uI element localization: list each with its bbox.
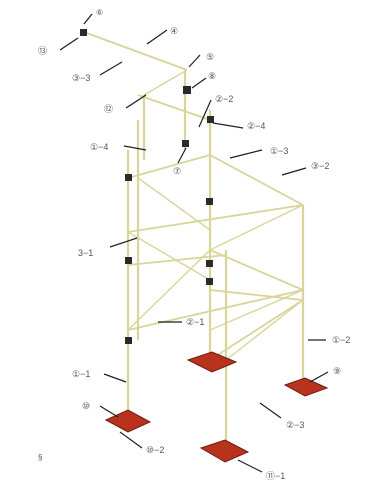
label-7: ⑦ <box>173 166 182 176</box>
ledger-mid-4 <box>127 289 304 331</box>
label-10: ⑩ <box>82 401 91 411</box>
brace-1 <box>127 231 211 281</box>
label-9: ⑨ <box>333 366 342 376</box>
arrow-1-4 <box>123 145 147 151</box>
label-3-2: ③−2 <box>311 161 330 171</box>
label-2-2: ②−2 <box>215 94 234 104</box>
arrow-3-1 <box>109 237 138 248</box>
label-5: ⑤ <box>206 52 215 62</box>
arrow-12 <box>125 94 147 109</box>
brace-5 <box>137 177 211 231</box>
label-3-3: ③−3 <box>72 73 91 83</box>
label-1-3: ①−3 <box>270 146 289 156</box>
clamp-upper-right <box>207 116 214 123</box>
label-8: ⑧ <box>208 71 217 81</box>
clamp-left-1 <box>125 174 132 181</box>
arrow-2-4 <box>212 122 244 129</box>
arrow-10 <box>99 405 119 418</box>
clamp-center-1 <box>206 198 213 205</box>
label-2-4: ②−4 <box>247 121 266 131</box>
arrow-7 <box>177 147 187 164</box>
base-plate-front-left <box>104 409 152 433</box>
arrow-8 <box>191 77 207 89</box>
clamp-top-center <box>183 86 191 94</box>
arrow-6 <box>83 13 93 25</box>
clamp-center-2 <box>206 260 213 267</box>
arrow-2-3 <box>259 402 282 419</box>
ledger-mid-2 <box>127 204 304 233</box>
leader-arrows <box>59 13 329 473</box>
label-4: ④ <box>170 26 179 36</box>
ledger-top <box>83 31 188 71</box>
label-2-1: ②−1 <box>186 317 205 327</box>
arrow-2-2 <box>198 99 212 128</box>
arrow-4 <box>146 29 168 45</box>
clamp-center-3 <box>206 278 213 285</box>
arrow-9 <box>309 371 329 383</box>
base-plate-right <box>283 377 329 397</box>
ledger-base <box>209 289 304 301</box>
label-1-4: ①−4 <box>90 142 109 152</box>
label-11-1: ⑪−1 <box>266 471 286 481</box>
arrow-11-1 <box>237 459 263 473</box>
ledgers <box>83 31 304 361</box>
clamp-left-2 <box>125 257 132 264</box>
ledger-upper <box>137 94 211 121</box>
base-plate-front-right <box>199 439 250 463</box>
clamp-top-left <box>80 29 87 36</box>
brace-2 <box>127 249 211 331</box>
label-6: ⑥ <box>96 8 104 17</box>
brace-7 <box>143 69 188 96</box>
clamp-left-3 <box>125 337 132 344</box>
frame-posts <box>126 70 305 450</box>
base-plates <box>104 351 329 463</box>
label-10-2: ⑩−2 <box>146 445 165 455</box>
arrow-1-1 <box>103 373 127 383</box>
clamp-upper-mid <box>182 140 189 147</box>
arrow-3-2 <box>281 167 307 176</box>
brace-3 <box>209 204 304 251</box>
arrow-10-2 <box>119 431 143 449</box>
brace-4 <box>209 289 304 331</box>
brace-6 <box>225 299 304 361</box>
label-2-3: ②−3 <box>286 420 305 430</box>
label-12: ⑫ <box>104 104 114 114</box>
arrow-3-3 <box>99 61 123 76</box>
label-1-2: ①−2 <box>332 335 351 345</box>
coupler-clamps <box>80 29 214 344</box>
label-1-1: ①−1 <box>72 369 91 379</box>
arrow-5 <box>188 54 201 68</box>
ledger-low <box>209 299 304 361</box>
ledger-right-2 <box>209 249 304 291</box>
diagonal-braces <box>127 69 304 361</box>
label-13: ⑬ <box>38 46 48 56</box>
arrow-13 <box>59 37 79 51</box>
base-plate-center <box>186 351 238 373</box>
arrow-1-3 <box>229 149 263 159</box>
label-3-1: 3−1 <box>78 248 94 258</box>
ledger-mid-1 <box>127 154 211 179</box>
ledger-right <box>209 154 304 206</box>
label-compass: § <box>38 453 43 462</box>
